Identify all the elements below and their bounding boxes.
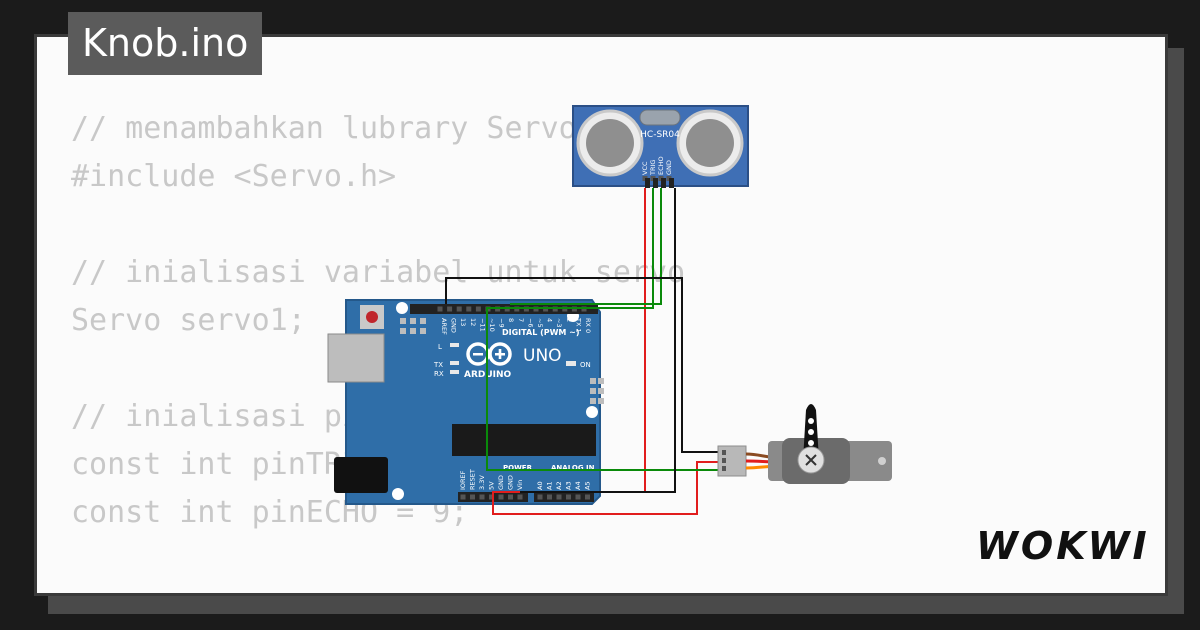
header-pin[interactable]: [585, 494, 590, 500]
pin-label: GND: [450, 318, 458, 333]
reset-button-icon: [366, 311, 378, 323]
pin-label: IOREF: [459, 470, 467, 490]
pin-label: RESET: [469, 469, 477, 490]
code-line: #include <Servo.h>: [71, 159, 397, 194]
header-pin[interactable]: [517, 494, 523, 500]
pin-label: 3.3V: [478, 475, 486, 490]
pin-label: A1: [546, 481, 554, 490]
pin-label: 5V: [488, 481, 496, 490]
header-pin[interactable]: [470, 494, 475, 500]
wire-servo-gnd-black: [445, 277, 718, 453]
pin-label: A3: [565, 481, 573, 490]
wire-trig-green: [486, 188, 718, 471]
analog-header: [534, 492, 594, 502]
servo-motor[interactable]: [717, 404, 892, 484]
pin-label: ~10: [488, 318, 496, 332]
header-pin[interactable]: [537, 494, 543, 500]
pin-label: AREF: [440, 318, 448, 335]
digital-label: DIGITAL (PWM ~): [502, 328, 580, 337]
header-pin[interactable]: [466, 306, 472, 312]
pin-label: 4: [546, 318, 554, 322]
header-pin[interactable]: [498, 494, 504, 500]
pin-label: 13: [459, 318, 467, 326]
header-pin[interactable]: [489, 494, 494, 500]
pin-label: A5: [584, 481, 592, 490]
power-jack: [334, 457, 388, 493]
code-line: // inialisasi variabel untuk servo: [71, 255, 686, 290]
pin-label: TX 1: [574, 317, 582, 333]
wokwi-logo: WOKWI: [976, 524, 1150, 568]
header-pin[interactable]: [456, 306, 462, 312]
pin-label: ECHO: [657, 156, 665, 175]
pin-label: 7: [517, 318, 525, 322]
header-pin[interactable]: [475, 306, 481, 312]
header-pin[interactable]: [508, 494, 513, 500]
microcontroller-chip: [452, 424, 596, 456]
header-pin[interactable]: [547, 494, 552, 500]
wire-gnd-black: [520, 188, 676, 493]
pin-label: VCC: [641, 161, 649, 175]
pin-label: A2: [555, 481, 563, 490]
power-label: POWER: [503, 464, 533, 472]
pin-label: GND: [497, 475, 505, 490]
code-preview: // menambahkan lubrary Servo #include <Se…: [71, 105, 974, 593]
pin-label: A4: [574, 481, 582, 490]
led-label-tx: TX: [433, 361, 443, 369]
pin-label: RX 0: [584, 318, 592, 333]
code-line: Servo servo1;: [71, 303, 306, 338]
code-line: // inialisasi variabel untuk menyimpan n…: [71, 585, 974, 593]
pin-label: ~11: [478, 318, 486, 332]
code-line: // menambahkan lubrary Servo: [71, 111, 577, 146]
servo-horn-icon: [797, 404, 825, 474]
pin-label: 12: [469, 318, 477, 326]
header-pin[interactable]: [566, 494, 571, 500]
header-pin[interactable]: [460, 494, 466, 500]
led-label-l: L: [438, 343, 442, 351]
sensor-label: HC-SR04: [640, 130, 680, 140]
header-pin[interactable]: [447, 306, 453, 312]
pin-label: TRIG: [649, 160, 657, 176]
pin-label: GND: [507, 475, 515, 490]
header-pin[interactable]: [479, 494, 485, 500]
sketch-title[interactable]: Knob.ino: [68, 12, 263, 75]
board-model: UNO: [523, 346, 562, 366]
pin-label: 2: [565, 318, 573, 322]
pin-label: ~9: [498, 318, 506, 328]
pin-label: GND: [665, 160, 673, 175]
pin-label: Vin: [516, 480, 524, 490]
code-line: const int pinECHO = 9;: [71, 495, 469, 530]
analog-label: ANALOG IN: [551, 464, 595, 472]
on-label: ON: [580, 361, 591, 369]
pin-label: A0: [536, 481, 544, 490]
wire-echo-green: [510, 188, 662, 305]
pin-label: ~3: [555, 318, 563, 328]
header-pin[interactable]: [437, 306, 443, 312]
pin-label: 8: [507, 318, 515, 322]
pin-label: ~5: [536, 318, 544, 328]
wires: [445, 188, 718, 515]
pin-label: ~6: [526, 318, 534, 328]
usb-port: [327, 333, 385, 383]
header-pin[interactable]: [575, 494, 581, 500]
led-label-rx: RX: [434, 370, 444, 378]
header-pin[interactable]: [556, 494, 562, 500]
